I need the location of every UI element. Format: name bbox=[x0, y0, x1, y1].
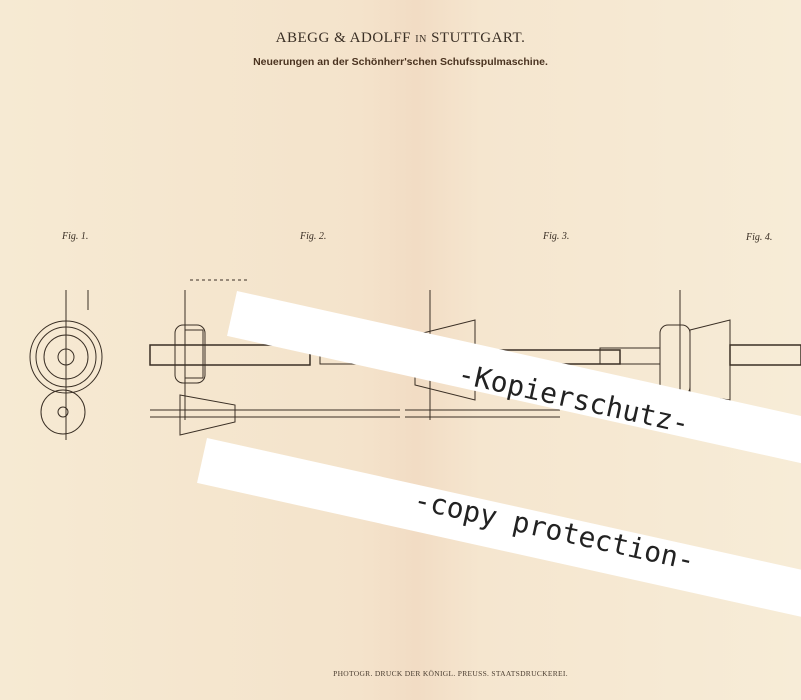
patent-subtitle: Neuerungen an der Schönherr'schen Schufs… bbox=[253, 56, 548, 68]
applicant-name: ABEGG & ADOLFF bbox=[275, 30, 412, 46]
fig-2-drawing bbox=[149, 279, 400, 436]
city-name: STUTTGART. bbox=[431, 30, 526, 46]
printer-credit: PHOTOGR. DRUCK DER KÖNIGL. PREUSS. STAAT… bbox=[333, 669, 568, 678]
title-in: IN bbox=[415, 34, 427, 45]
fig-3-label: Fig. 3. bbox=[543, 231, 570, 242]
fig-1-drawing bbox=[29, 290, 103, 440]
patent-title: ABEGG & ADOLFF IN STUTTGART. bbox=[0, 30, 801, 47]
fig-4-label: Fig. 4. bbox=[746, 232, 773, 243]
fig-1-label: Fig. 1. bbox=[62, 231, 89, 242]
fig-2-label: Fig. 2. bbox=[300, 231, 327, 242]
